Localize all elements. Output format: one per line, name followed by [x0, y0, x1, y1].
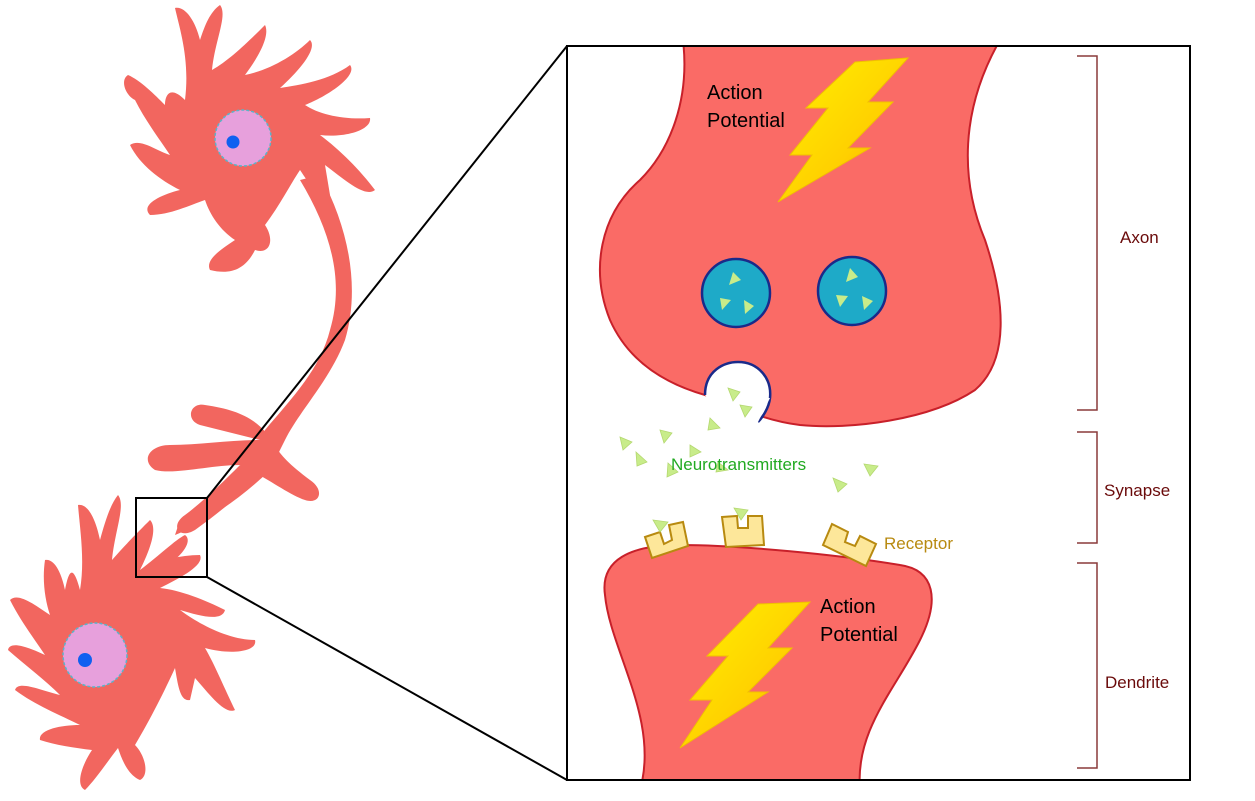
neurotransmitters-label: Neurotransmitters [671, 455, 806, 474]
neurotransmitter-molecules [619, 387, 879, 533]
lower-neuron-nucleolus [78, 653, 92, 667]
axon-label: Axon [1120, 228, 1159, 247]
vesicle-left [700, 257, 772, 329]
zoom-connector-bottom [206, 576, 568, 781]
axon-bracket [1077, 55, 1098, 411]
zoomed-synapse [599, 46, 1002, 780]
zoom-frame [566, 45, 1191, 781]
receptor-label: Receptor [884, 534, 953, 553]
action-potential-bottom-label-line1: Action [820, 596, 876, 618]
receptor-1 [643, 520, 690, 560]
zoom-region-box [135, 497, 208, 578]
zoom-connector-top [206, 45, 568, 499]
receptor-3 [821, 522, 878, 568]
action-potential-top-label-line1: Action [707, 82, 763, 104]
synapse-bracket [1077, 431, 1098, 544]
lower-neuron-nucleus [62, 622, 128, 688]
lightning-bolt-bottom [679, 601, 812, 749]
lightning-bolt-top [777, 57, 910, 203]
receptor-2 [720, 514, 766, 549]
upper-neuron-nucleus [214, 109, 272, 167]
upper-neuron-nucleolus [226, 135, 240, 149]
vesicle-right [816, 255, 888, 327]
dendrite-bracket [1077, 562, 1098, 769]
upper-neuron-axon-terminal [147, 404, 320, 501]
lower-neuron-soma [8, 495, 256, 790]
axon-terminal [599, 46, 1002, 428]
synapse-label: Synapse [1104, 481, 1170, 500]
upper-neuron [124, 5, 375, 535]
action-potential-top-label-line2: Potential [707, 110, 785, 132]
dendrite-label: Dendrite [1105, 673, 1169, 692]
lower-neuron [8, 495, 256, 790]
action-potential-bottom-label-line2: Potential [820, 624, 898, 646]
